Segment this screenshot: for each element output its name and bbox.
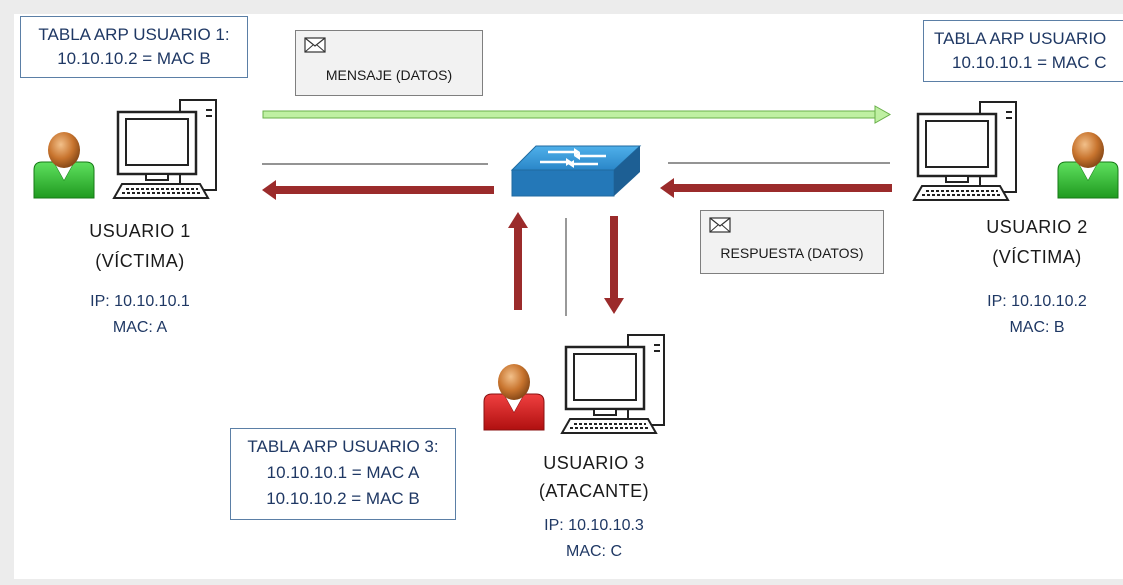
- arrow-up-to-switch: [508, 212, 528, 310]
- user1-role: (VÍCTIMA): [95, 251, 185, 271]
- user3-mac: MAC: C: [566, 543, 622, 560]
- arp-table-user3-row-2: 10.10.10.2 = MAC B: [266, 489, 420, 508]
- arp-table-user1: TABLA ARP USUARIO 1: 10.10.10.2 = MAC B: [20, 16, 248, 78]
- user2-mac: MAC: B: [1009, 319, 1065, 336]
- arp-table-user1-row-1: 10.10.10.2 = MAC B: [57, 49, 211, 68]
- user1-mac: MAC: A: [112, 319, 168, 336]
- user2-role: (VÍCTIMA): [992, 247, 1082, 267]
- user2-person-icon: [1057, 131, 1119, 199]
- arp-table-user2: TABLA ARP USUARIO 10.10.10.1 = MAC C: [923, 20, 1123, 82]
- response-arrow-left: [262, 180, 494, 200]
- arp-table-user3-row-1: 10.10.10.1 = MAC A: [266, 463, 420, 482]
- user2-ip: IP: 10.10.10.2: [987, 293, 1087, 310]
- message-arrow: [262, 105, 892, 124]
- user3-computer-icon: [560, 333, 666, 435]
- user2-computer-icon: [912, 100, 1018, 202]
- request-message-label: MENSAJE (DATOS): [325, 67, 453, 83]
- arp-table-user2-title: TABLA ARP USUARIO: [934, 29, 1107, 48]
- user1-person-icon: [33, 131, 95, 199]
- response-arrow-right: [660, 178, 892, 198]
- user1-computer-icon: [112, 98, 218, 200]
- user3-person-icon: [483, 363, 545, 431]
- user3-ip: IP: 10.10.10.3: [544, 517, 644, 534]
- user1-name: USUARIO 1: [89, 221, 191, 241]
- user3-role: (ATACANTE): [538, 481, 650, 501]
- envelope-icon: [709, 217, 731, 233]
- arp-table-user3: TABLA ARP USUARIO 3: 10.10.10.1 = MAC A …: [230, 428, 456, 520]
- user2-name: USUARIO 2: [986, 217, 1088, 237]
- user1-ip: IP: 10.10.10.1: [90, 293, 190, 310]
- response-message-box: RESPUESTA (DATOS): [700, 210, 884, 274]
- user3-name: USUARIO 3: [543, 453, 645, 473]
- envelope-icon: [304, 37, 326, 53]
- switch-icon: [510, 145, 642, 197]
- arp-table-user1-title: TABLA ARP USUARIO 1:: [38, 25, 230, 44]
- arrow-down-to-attacker: [604, 216, 624, 314]
- response-message-label: RESPUESTA (DATOS): [720, 245, 864, 261]
- arp-table-user2-row-1: 10.10.10.1 = MAC C: [952, 53, 1107, 72]
- arp-table-user3-title: TABLA ARP USUARIO 3:: [247, 437, 439, 456]
- request-message-box: MENSAJE (DATOS): [295, 30, 483, 96]
